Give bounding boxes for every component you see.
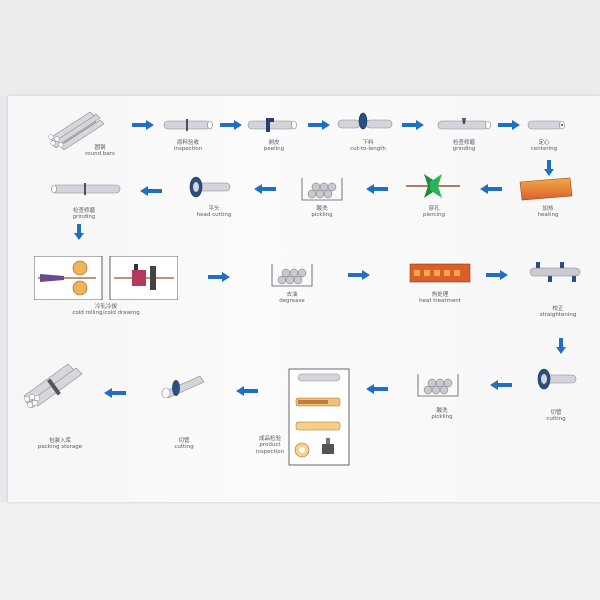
pickling-illustration-2 — [416, 370, 460, 398]
heating-illustration — [518, 176, 574, 202]
flow-arrow-right — [498, 120, 520, 130]
flow-arrow-left — [366, 384, 388, 394]
centering-illustration — [526, 118, 568, 132]
cut-to-length-illustration — [336, 112, 396, 132]
background-bottom — [0, 502, 600, 600]
flow-arrow-down — [74, 224, 84, 240]
flow-arrow-left — [104, 388, 126, 398]
flow-arrow-right — [348, 270, 370, 280]
pickling-illustration-1 — [300, 174, 344, 202]
flow-arrow-left — [254, 184, 276, 194]
flow-arrow-left — [140, 186, 162, 196]
cutting-illustration-1 — [532, 368, 580, 390]
straightening-illustration — [528, 260, 582, 284]
heat-treatment-illustration — [408, 262, 472, 284]
head-cutting-illustration — [184, 176, 234, 198]
grinding-illustration-2 — [48, 182, 124, 196]
flow-arrow-left — [236, 386, 258, 396]
flow-arrow-left — [480, 184, 502, 194]
inspection-illustration — [162, 118, 214, 132]
cutting-illustration-2 — [156, 372, 212, 398]
flow-arrow-right — [486, 270, 508, 280]
flow-arrow-down — [556, 338, 566, 354]
flow-arrow-left — [490, 380, 512, 390]
cold-rolling-illustration — [34, 256, 178, 300]
grinding-illustration-1 — [436, 118, 492, 132]
degrease-illustration — [270, 260, 314, 288]
round-bars-illustration — [48, 110, 108, 150]
flow-arrow-left — [366, 184, 388, 194]
product-inspection-illustration — [288, 368, 350, 466]
peeling-illustration — [246, 118, 298, 132]
flow-arrow-right — [132, 120, 154, 130]
flow-arrow-right — [308, 120, 330, 130]
background-top — [0, 0, 600, 96]
flow-arrow-right — [220, 120, 242, 130]
flow-arrow-down — [544, 160, 554, 176]
packing-storage-illustration — [22, 362, 88, 410]
flow-arrow-right — [402, 120, 424, 130]
piercing-illustration — [406, 172, 460, 200]
flow-arrow-right — [208, 272, 230, 282]
